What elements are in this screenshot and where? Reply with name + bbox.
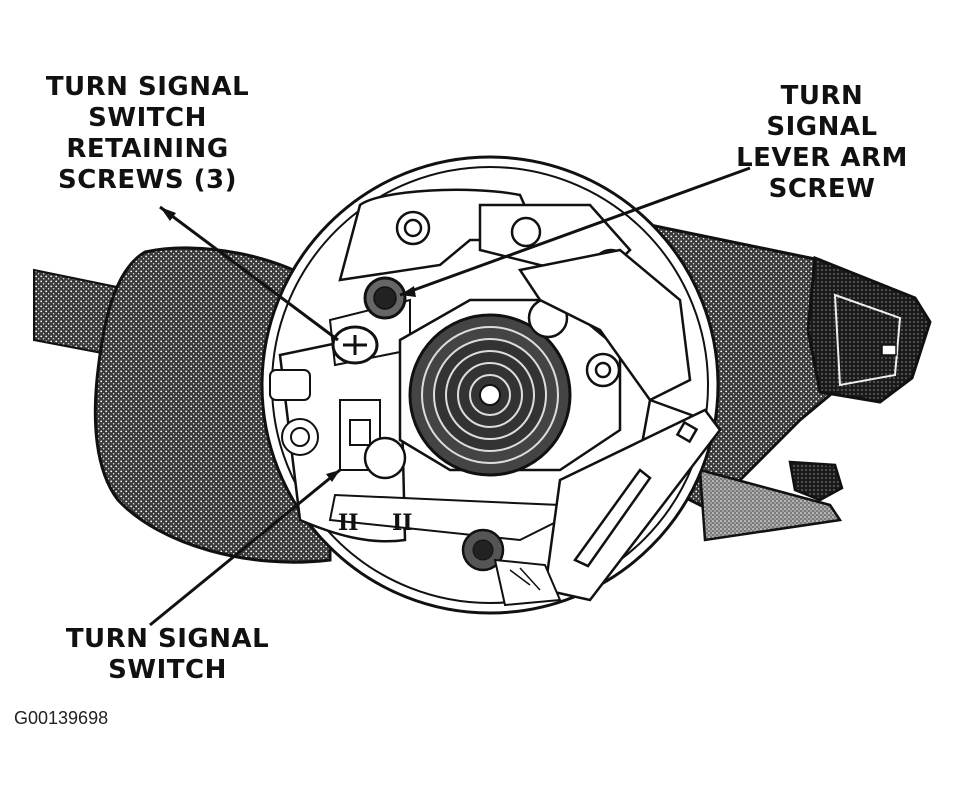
leader-retaining <box>159 205 339 342</box>
bottom-screw <box>461 528 505 572</box>
turn-signal-switch-label-line: SWITCH <box>108 655 227 685</box>
right-bracket <box>517 248 722 602</box>
lever-arm-screw-label-line: TURN <box>780 81 864 111</box>
retaining-screws-label-line: TURN SIGNAL <box>45 72 250 102</box>
lever-arm-screw-label-line: LEVER ARM <box>736 143 908 173</box>
leader-lever-arm <box>399 166 751 297</box>
lever-arm-screw-label-line: SCREW <box>768 174 876 204</box>
lever-arm <box>698 460 844 542</box>
lever-arm-screw-label-line: SIGNAL <box>766 112 878 142</box>
lever-arm-screw <box>363 276 407 320</box>
cam-details <box>363 297 621 480</box>
svg-text:II: II <box>392 510 413 536</box>
svg-text:II: II <box>338 510 359 536</box>
bottom-mechanism <box>493 558 562 607</box>
figure-id: G00139698 <box>14 708 109 728</box>
retaining-screws-label: TURN SIGNAL SWITCH RETAINING SCREWS (3) <box>40 72 255 196</box>
retaining-screws-label-line: RETAINING <box>66 134 229 164</box>
turn-signal-switch-label: TURN SIGNAL SWITCH <box>60 624 275 686</box>
retaining-screws-label-line: SCREWS (3) <box>58 165 237 195</box>
lever-arm-screw-label: TURN SIGNAL LEVER ARM SCREW <box>722 81 922 205</box>
turn-signal-switch-label-line: TURN SIGNAL <box>65 624 270 654</box>
leader-switch <box>149 468 341 627</box>
connector <box>806 255 932 404</box>
retaining-screws-label-line: SWITCH <box>88 103 207 133</box>
cancel-cam <box>398 298 622 477</box>
retaining-screw <box>331 325 379 365</box>
